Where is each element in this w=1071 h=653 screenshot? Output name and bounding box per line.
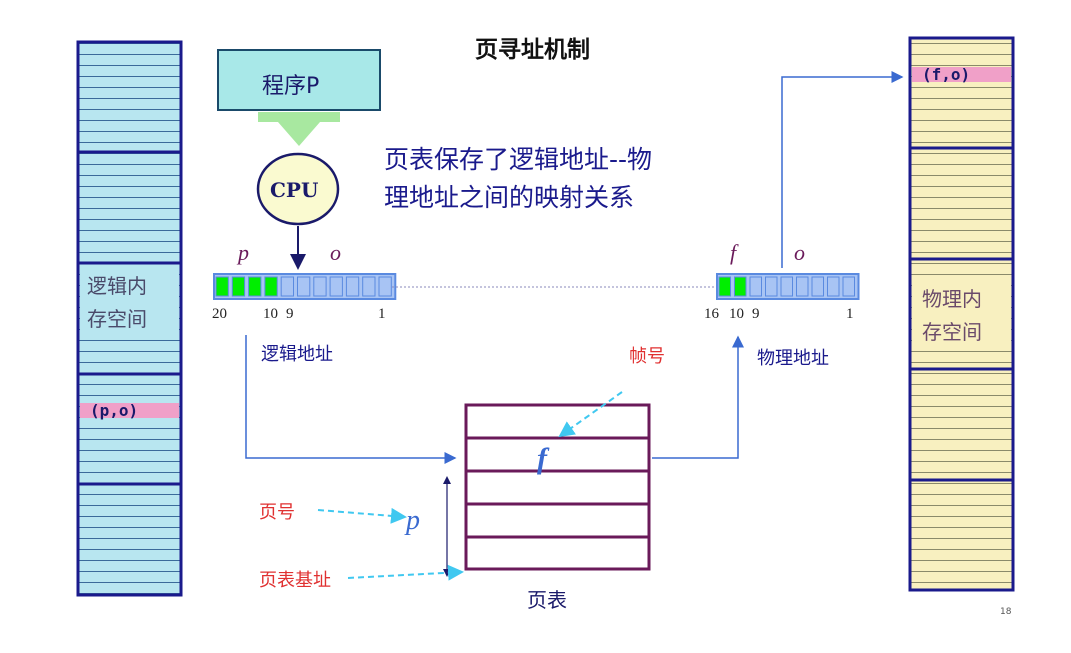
logical-memory-label-2: 存空间 [87,307,147,331]
bit-cell [796,276,809,297]
bit-cell [264,276,278,297]
slide-number: 18 [1000,607,1012,617]
bit-cell [280,276,295,297]
page-number-arrow [245,335,457,464]
program-label: 程序P [262,74,320,99]
logical-bit-20: 20 [212,306,227,322]
bit-cell [362,276,376,297]
frame-number-arrow [652,335,744,459]
bit-cell [749,276,762,297]
bit-cell [780,276,793,297]
bit-cell [718,276,731,297]
bit-cell [827,276,840,297]
note-line-2: 理地址之间的映射关系 [384,183,635,212]
page-table-label: 页表 [527,588,567,612]
logical-o-label: o [330,240,341,265]
logical-bit-1: 1 [378,306,386,322]
table-f-label: f [537,442,547,475]
cpu-label: CPU [270,178,319,202]
logical-address-register [213,273,397,300]
physical-address-register [716,273,860,300]
physical-memory-label-2: 存空间 [922,320,982,344]
table-p-label: p [406,505,420,536]
physical-bit-9: 9 [752,306,760,322]
frame-no-annotation: 帧号 [629,346,665,367]
physical-o-label: o [794,240,805,265]
bit-cell [345,276,360,297]
physical-f-label: f [730,240,737,265]
cpu-circle [256,152,340,226]
page-no-pointer [317,507,407,524]
page-table [464,403,651,571]
page-no-annotation: 页号 [259,502,295,523]
bit-cell [378,276,392,297]
logical-bit-10: 10 [263,306,278,322]
down-arrow-icon [258,112,340,146]
page-title: 页寻址机制 [475,37,590,63]
bit-cell [215,276,229,297]
logical-memory-column [76,40,183,597]
program-box [217,49,381,111]
logical-address-label: 逻辑地址 [261,344,333,365]
physical-memory-column [908,36,1015,592]
logical-bit-9: 9 [286,306,294,322]
bit-cell [734,276,747,297]
physical-memory-label-1: 物理内 [922,287,982,311]
note-line-1: 页表保存了逻辑地址--物 [384,145,653,174]
frame-no-pointer [558,391,623,438]
logical-p-label: p [238,240,249,265]
bit-cell [248,276,262,297]
physical-bit-1: 1 [846,306,854,322]
bit-cell [231,276,246,297]
bit-cell [842,276,855,297]
base-annotation: 页表基址 [259,570,331,591]
physical-access-arrow [781,71,904,268]
physical-address-label: 物理地址 [757,348,829,369]
bit-cell [329,276,343,297]
bit-cell [811,276,824,297]
bit-cell [313,276,327,297]
logical-memory-label-1: 逻辑内 [87,274,147,298]
base-pointer [347,564,464,581]
logical-entry: (p,o) [90,401,139,420]
physical-entry: (f,o) [922,65,971,84]
bit-cell [765,276,778,297]
bit-cell [297,276,311,297]
physical-bit-16: 16 [704,306,719,322]
physical-bit-10: 10 [729,306,744,322]
